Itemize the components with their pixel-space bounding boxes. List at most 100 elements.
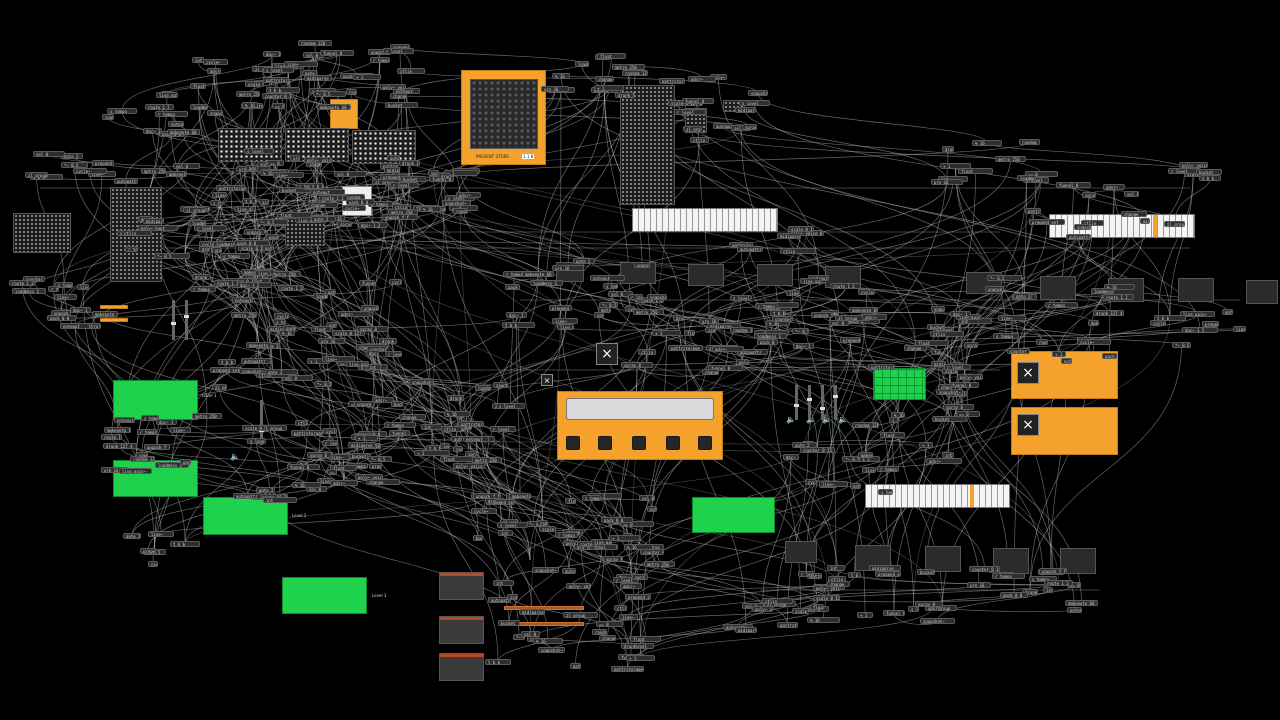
patch-object[interactable]: ctlin <box>392 204 407 210</box>
patch-object[interactable]: % 16 <box>292 482 321 488</box>
patch-object[interactable]: random 128 <box>852 422 879 428</box>
patch-object[interactable]: snapshot~ <box>931 306 945 312</box>
patch-object[interactable]: poly~ voice 8 <box>957 374 983 380</box>
patch-object[interactable]: *~ 0.5 <box>792 328 809 334</box>
patch-object[interactable]: cycle~ <box>342 205 366 211</box>
patch-object[interactable]: live.gain~ <box>557 324 574 330</box>
patch-object[interactable]: r tempo <box>555 532 578 538</box>
patch-object[interactable]: makenote 60 250 <box>849 307 878 313</box>
patch-object[interactable]: makenote 60 250 <box>246 342 271 348</box>
patch-object[interactable]: dac~ 1 2 <box>237 282 272 288</box>
patch-object[interactable]: scale 0 127 0 1 <box>705 327 716 333</box>
patch-object[interactable]: autopattr <box>387 155 400 161</box>
patch-object[interactable]: sel 0 <box>1124 191 1139 197</box>
patch-object[interactable]: adsr~ <box>688 76 716 82</box>
patch-object[interactable]: scale 0 127 0 1 <box>813 595 840 601</box>
patch-object[interactable]: live.gain~ <box>591 539 612 545</box>
patch-object[interactable]: ctlin <box>295 420 308 426</box>
patch-object[interactable]: unpack f f <box>51 310 71 316</box>
patch-object[interactable]: poly~ voice 8 <box>1179 162 1208 168</box>
patch-object[interactable]: float <box>597 53 626 59</box>
patch-object[interactable]: t b b <box>502 322 535 328</box>
patch-object[interactable]: cycle~ <box>805 479 817 485</box>
patch-object[interactable]: spray 8 <box>964 342 978 348</box>
patch-object[interactable]: pattrstorage <box>291 430 323 436</box>
patch-object[interactable]: drunk 127 4 <box>615 92 635 98</box>
patch-object[interactable]: change <box>399 414 426 420</box>
patch-object[interactable]: route 1 2 <box>346 89 357 95</box>
patch-object[interactable]: s level <box>908 606 919 612</box>
level-3-panel[interactable] <box>282 577 367 614</box>
patch-object[interactable]: scale 0 127 0 1 <box>788 226 814 232</box>
patch-object[interactable]: change <box>366 479 400 485</box>
meter-grid-panel[interactable] <box>873 368 926 400</box>
patch-object[interactable]: sel 0 <box>282 375 313 381</box>
patch-object[interactable]: s tempo <box>1029 576 1057 582</box>
patch-object[interactable]: change <box>599 635 616 641</box>
patch-object[interactable]: random 128 <box>453 208 468 214</box>
patch-object[interactable]: cycle~ <box>148 561 158 567</box>
patch-object[interactable]: spray 8 <box>632 574 645 580</box>
fader-knob[interactable] <box>794 404 799 407</box>
patch-object[interactable]: random 128 <box>1036 339 1048 345</box>
patch-object[interactable]: s level <box>739 100 770 106</box>
patch-object[interactable]: bucket <box>1196 169 1222 175</box>
patch-object[interactable]: loadmess 1 <box>575 61 589 67</box>
patch-object[interactable]: gate 2 <box>325 289 336 295</box>
patch-object[interactable]: noteout <box>168 121 184 127</box>
patch-object[interactable]: makenote 60 250 <box>317 104 351 110</box>
patch-object[interactable]: pattrstorage <box>216 185 246 191</box>
patch-object[interactable]: loadmess 1 <box>754 333 787 339</box>
patch-object[interactable]: autopattr <box>241 358 271 364</box>
patch-object[interactable]: s level <box>247 438 266 444</box>
patch-object[interactable]: s tempo <box>55 282 73 288</box>
patch-object[interactable]: spray 8 <box>742 124 757 130</box>
patch-object[interactable]: + 1 <box>355 435 378 441</box>
patch-object[interactable]: loadmess 1 <box>530 280 563 286</box>
synth-1-close-icon[interactable]: × <box>1017 362 1039 384</box>
patch-object[interactable]: scale 0 127 0 1 <box>332 330 365 336</box>
patch-object[interactable]: int <box>942 452 954 458</box>
patch-object[interactable]: r level <box>194 225 227 231</box>
fader-knob[interactable] <box>171 322 176 325</box>
patch-object[interactable]: drunk 127 4 <box>399 160 420 166</box>
patch-object[interactable]: funnel 8 <box>931 349 941 355</box>
preset-panel[interactable]: PRESENT STORE 1 1 8 <box>461 70 546 165</box>
fader[interactable] <box>184 300 189 340</box>
step-sequencer-grid-3[interactable] <box>352 130 416 164</box>
patch-object[interactable]: scale 0 127 0 1 <box>507 594 518 600</box>
patch-object[interactable]: r tempo <box>370 57 390 63</box>
patch-object[interactable]: autopattr <box>737 246 763 252</box>
patch-object[interactable]: s level <box>244 148 274 154</box>
patch-object[interactable]: gate 2 <box>1013 293 1032 299</box>
patch-object[interactable]: snapshot~ <box>647 294 667 300</box>
speaker-icon-4[interactable]: 🔈 <box>838 415 848 424</box>
patch-object[interactable]: *~ 0.5 <box>154 253 190 259</box>
patch-object[interactable]: metro 250 <box>141 168 166 174</box>
patch-object[interactable]: poly~ voice 8 <box>563 540 576 546</box>
patch-object[interactable]: random 128 <box>537 520 548 526</box>
keyboard-1[interactable] <box>632 208 778 232</box>
patch-object[interactable]: live.gain~ <box>862 467 876 473</box>
patch-object[interactable]: live.gain~ <box>234 206 253 212</box>
patch-object[interactable]: t b b <box>218 359 236 365</box>
patch-object[interactable]: % 16 <box>552 73 570 79</box>
patch-object[interactable]: makenote 60 250 <box>1065 600 1098 606</box>
patch-object[interactable]: line~ <box>273 172 304 178</box>
patch-object[interactable]: s tempo <box>582 495 601 501</box>
patch-object[interactable]: funnel 8 <box>1056 182 1091 188</box>
patch-object[interactable]: cycle~ <box>203 59 228 65</box>
patch-object[interactable]: live.gain~ <box>346 361 369 367</box>
speaker-icon-1[interactable]: 🔈 <box>786 415 796 424</box>
patch-object[interactable]: pattrstorage <box>326 322 337 328</box>
patch-object[interactable]: dac~ 1 2 <box>358 222 388 228</box>
patch-object[interactable]: == 0 <box>272 103 285 109</box>
patch-object[interactable]: urn 16 <box>318 338 345 344</box>
patch-object[interactable]: ctlin <box>1081 220 1104 226</box>
speaker-icon-5[interactable]: 🔈 <box>230 452 240 461</box>
patch-object[interactable]: s tempo <box>141 415 159 421</box>
patch-object[interactable]: sel 0 <box>334 171 367 177</box>
patch-object[interactable]: snapshot~ <box>409 379 434 385</box>
patch-object[interactable]: noteout <box>232 297 253 303</box>
patch-object[interactable]: snapshot~ <box>1074 224 1091 230</box>
